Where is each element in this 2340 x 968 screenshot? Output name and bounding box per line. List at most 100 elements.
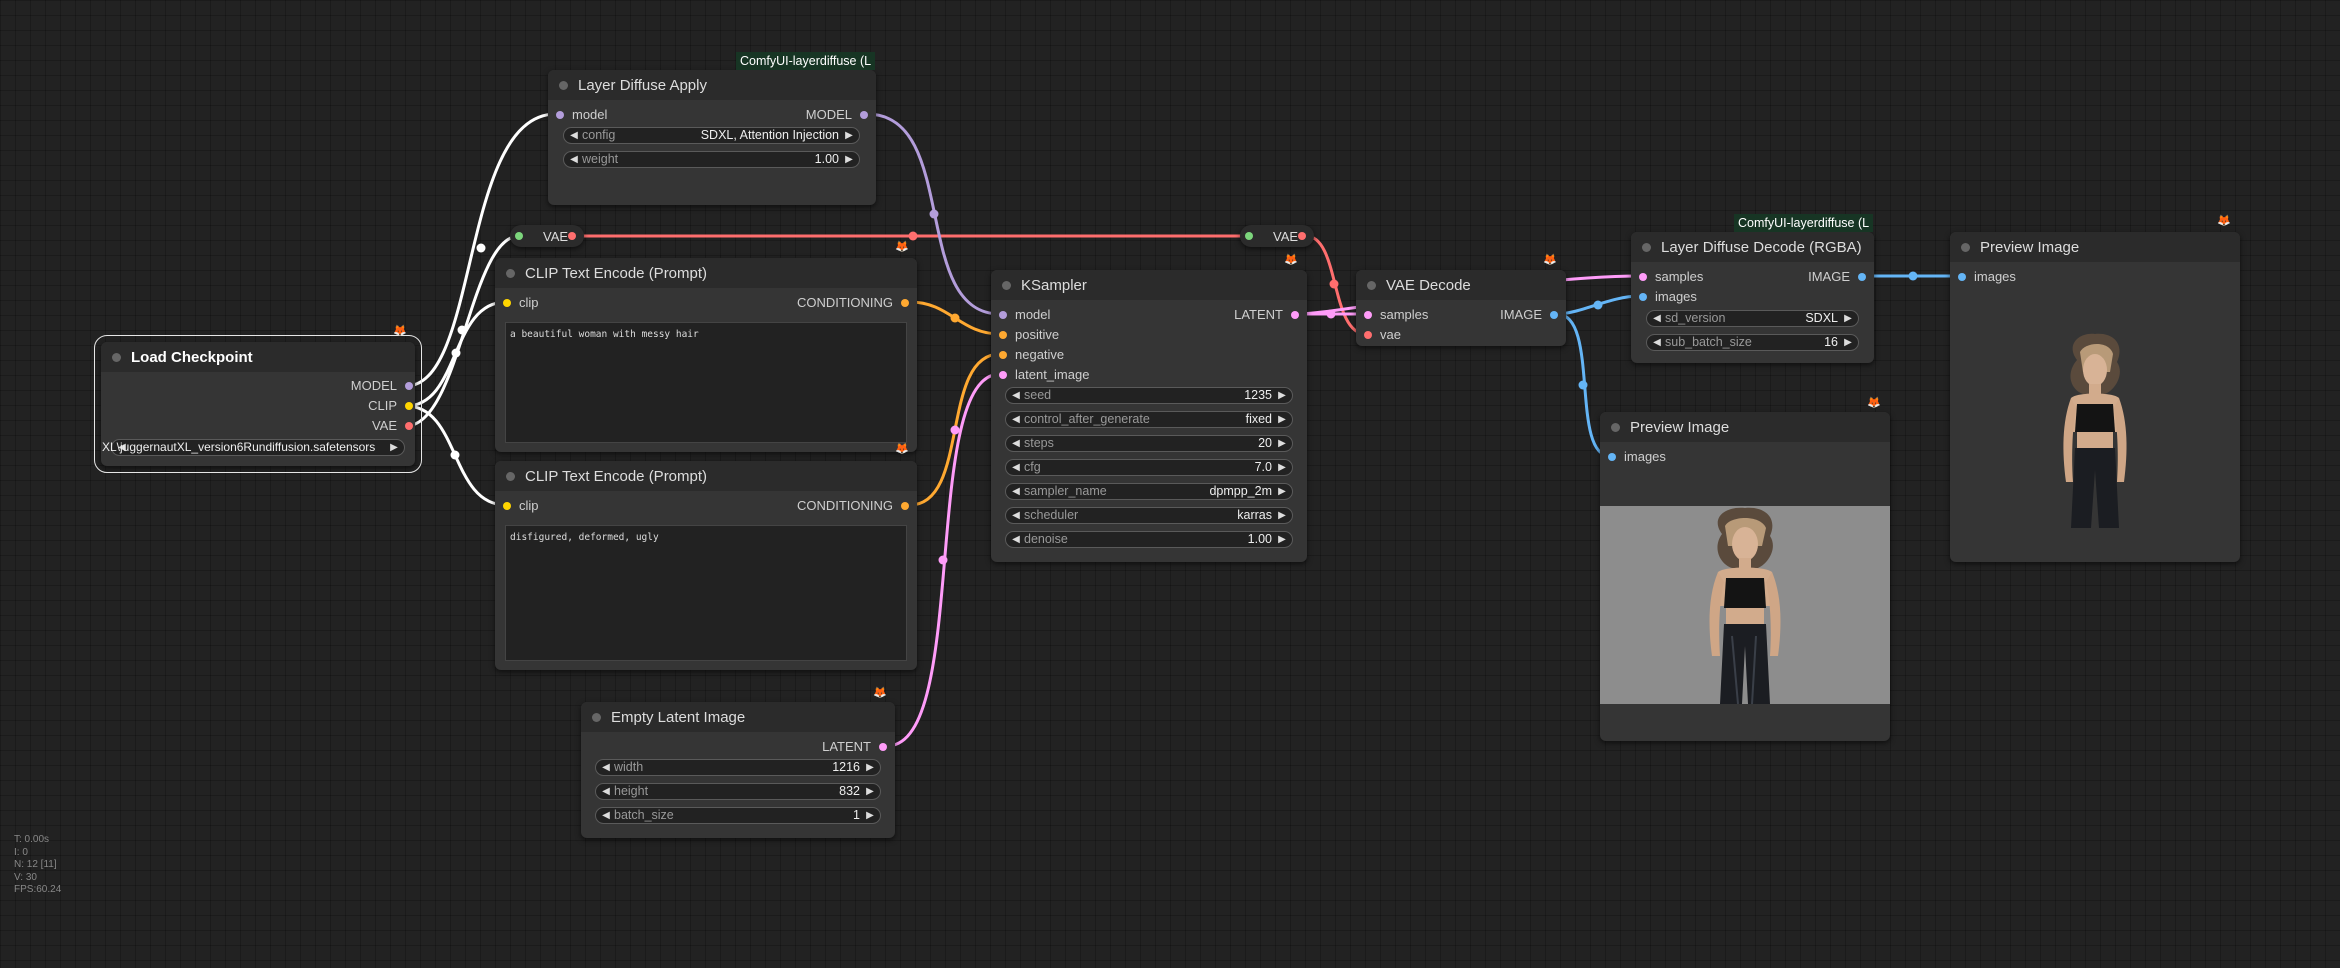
clip-text-encode-positive-node[interactable]: CLIP Text Encode (Prompt) clip CONDITION…: [495, 258, 917, 452]
config-widget[interactable]: ◀ config SDXL, Attention Injection ▶: [563, 127, 860, 144]
arrow-left-icon[interactable]: ◀: [1653, 337, 1661, 348]
arrow-left-icon[interactable]: ◀: [1012, 510, 1020, 521]
slot-dot-icon[interactable]: [1550, 311, 1558, 319]
preview-image-node[interactable]: Preview Image images: [1950, 232, 2240, 562]
seed-widget[interactable]: ◀ seed 1235 ▶: [1005, 387, 1293, 404]
arrow-left-icon[interactable]: ◀: [602, 786, 610, 797]
slot-dot-icon[interactable]: [999, 371, 1007, 379]
arrow-right-icon[interactable]: ▶: [1844, 337, 1852, 348]
input-images[interactable]: images: [1637, 289, 1697, 304]
slot-dot-icon[interactable]: [556, 111, 564, 119]
slot-dot-icon[interactable]: [1958, 273, 1966, 281]
preview-image[interactable]: [1600, 506, 1890, 704]
preview-image-transparent[interactable]: [2050, 332, 2140, 528]
denoise-widget[interactable]: ◀ denoise 1.00 ▶: [1005, 531, 1293, 548]
slot-dot-icon[interactable]: [879, 743, 887, 751]
arrow-left-icon[interactable]: ◀: [602, 762, 610, 773]
layer-diffuse-apply-node[interactable]: Layer Diffuse Apply model MODEL ◀ config…: [548, 70, 876, 205]
slot-dot-icon[interactable]: [503, 299, 511, 307]
prompt-textarea[interactable]: disfigured, deformed, ugly: [505, 525, 907, 661]
ksampler-node[interactable]: KSampler model positive negative latent_…: [991, 270, 1307, 562]
output-conditioning[interactable]: CONDITIONING: [797, 295, 911, 310]
slot-dot-icon[interactable]: [405, 422, 413, 430]
slot-dot-icon[interactable]: [999, 351, 1007, 359]
slot-dot-icon[interactable]: [1364, 311, 1372, 319]
arrow-left-icon[interactable]: ◀: [118, 442, 126, 453]
collapse-dot-icon[interactable]: [506, 268, 515, 278]
node-title-bar[interactable]: CLIP Text Encode (Prompt): [495, 258, 917, 288]
input-samples[interactable]: samples: [1362, 307, 1428, 322]
output-latent[interactable]: LATENT: [1234, 307, 1301, 322]
width-widget[interactable]: ◀ width 1216 ▶: [595, 759, 881, 776]
input-model[interactable]: model: [997, 307, 1050, 322]
collapse-dot-icon[interactable]: [112, 352, 121, 362]
node-title-bar[interactable]: Preview Image: [1950, 232, 2240, 262]
clip-text-encode-negative-node[interactable]: CLIP Text Encode (Prompt) clip CONDITION…: [495, 461, 917, 670]
collapse-dot-icon[interactable]: [1642, 242, 1651, 252]
output-image[interactable]: IMAGE: [1500, 307, 1560, 322]
height-widget[interactable]: ◀ height 832 ▶: [595, 783, 881, 800]
arrow-left-icon[interactable]: ◀: [1012, 486, 1020, 497]
vae-decode-node[interactable]: VAE Decode samples vae IMAGE: [1356, 270, 1566, 346]
slot-dot-icon[interactable]: [515, 232, 523, 240]
arrow-left-icon[interactable]: ◀: [1653, 313, 1661, 324]
input-model[interactable]: model: [554, 107, 607, 122]
ckpt-name-widget[interactable]: ◀ XL\juggernautXL_version6Rundiffusion.s…: [102, 439, 405, 456]
input-vae[interactable]: vae: [1362, 327, 1401, 342]
load-checkpoint-node[interactable]: Load Checkpoint MODEL CLIP VAE ◀ XL\jugg…: [94, 335, 422, 473]
arrow-right-icon[interactable]: ▶: [1278, 462, 1286, 473]
input-positive[interactable]: positive: [997, 327, 1059, 342]
slot-dot-icon[interactable]: [405, 402, 413, 410]
arrow-left-icon[interactable]: ◀: [1012, 390, 1020, 401]
arrow-right-icon[interactable]: ▶: [866, 786, 874, 797]
batch-size-widget[interactable]: ◀ batch_size 1 ▶: [595, 807, 881, 824]
node-title-bar[interactable]: CLIP Text Encode (Prompt): [495, 461, 917, 491]
arrow-left-icon[interactable]: ◀: [1012, 534, 1020, 545]
output-latent[interactable]: LATENT: [822, 739, 889, 754]
slot-dot-icon[interactable]: [860, 111, 868, 119]
arrow-right-icon[interactable]: ▶: [845, 154, 853, 165]
slot-dot-icon[interactable]: [1608, 453, 1616, 461]
collapse-dot-icon[interactable]: [559, 80, 568, 90]
arrow-right-icon[interactable]: ▶: [1278, 414, 1286, 425]
slot-dot-icon[interactable]: [1858, 273, 1866, 281]
cfg-widget[interactable]: ◀ cfg 7.0 ▶: [1005, 459, 1293, 476]
output-image[interactable]: IMAGE: [1808, 269, 1868, 284]
collapse-dot-icon[interactable]: [1002, 280, 1011, 290]
slot-dot-icon[interactable]: [1639, 273, 1647, 281]
sub-batch-size-widget[interactable]: ◀ sub_batch_size 16 ▶: [1646, 334, 1859, 351]
arrow-left-icon[interactable]: ◀: [1012, 438, 1020, 449]
sd-version-widget[interactable]: ◀ sd_version SDXL ▶: [1646, 310, 1859, 327]
input-images[interactable]: images: [1956, 269, 2016, 284]
layer-diffuse-decode-node[interactable]: Layer Diffuse Decode (RGBA) samples imag…: [1631, 232, 1874, 363]
output-model[interactable]: MODEL: [806, 107, 870, 122]
arrow-left-icon[interactable]: ◀: [570, 154, 578, 165]
collapse-dot-icon[interactable]: [1611, 422, 1620, 432]
slot-dot-icon[interactable]: [1298, 232, 1306, 240]
slot-dot-icon[interactable]: [901, 299, 909, 307]
slot-dot-icon[interactable]: [1364, 331, 1372, 339]
slot-dot-icon[interactable]: [1639, 293, 1647, 301]
arrow-left-icon[interactable]: ◀: [602, 810, 610, 821]
input-images[interactable]: images: [1606, 449, 1666, 464]
slot-dot-icon[interactable]: [999, 311, 1007, 319]
empty-latent-image-node[interactable]: Empty Latent Image LATENT ◀ width 1216 ▶…: [581, 702, 895, 838]
output-vae[interactable]: VAE: [372, 418, 415, 433]
node-title-bar[interactable]: VAE Decode: [1356, 270, 1566, 300]
collapse-dot-icon[interactable]: [1961, 242, 1970, 252]
arrow-right-icon[interactable]: ▶: [845, 130, 853, 141]
node-title-bar[interactable]: Preview Image: [1600, 412, 1890, 442]
node-title-bar[interactable]: KSampler: [991, 270, 1307, 300]
output-model[interactable]: MODEL: [351, 378, 415, 393]
collapse-dot-icon[interactable]: [1367, 280, 1376, 290]
arrow-right-icon[interactable]: ▶: [1278, 510, 1286, 521]
arrow-right-icon[interactable]: ▶: [1278, 486, 1286, 497]
input-samples[interactable]: samples: [1637, 269, 1703, 284]
scheduler-widget[interactable]: ◀ scheduler karras ▶: [1005, 507, 1293, 524]
collapse-dot-icon[interactable]: [506, 471, 515, 481]
arrow-right-icon[interactable]: ▶: [866, 762, 874, 773]
slot-dot-icon[interactable]: [1245, 232, 1253, 240]
arrow-left-icon[interactable]: ◀: [1012, 414, 1020, 425]
node-title-bar[interactable]: Layer Diffuse Apply: [548, 70, 876, 100]
collapse-dot-icon[interactable]: [592, 712, 601, 722]
